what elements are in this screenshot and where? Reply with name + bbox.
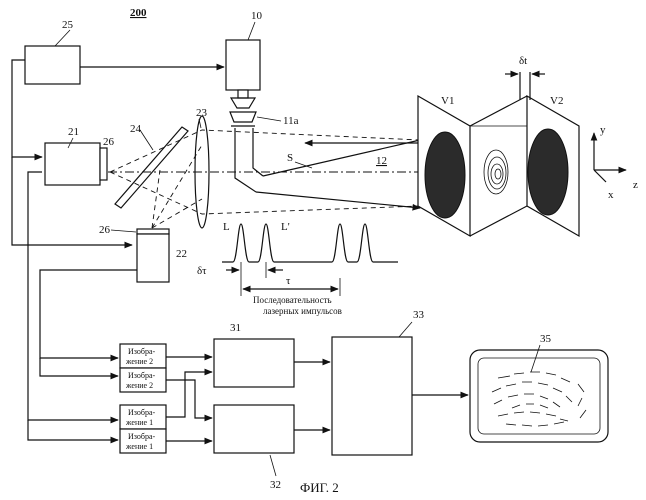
label-35: 35 bbox=[540, 333, 552, 345]
axis-z: z bbox=[633, 179, 638, 191]
image-box-2-line2: жение 2 bbox=[125, 381, 153, 390]
label-33: 33 bbox=[413, 309, 425, 321]
figure-number: 200 bbox=[130, 7, 147, 19]
pulse-caption-2: лазерных импульсов bbox=[263, 306, 342, 316]
pulse-tau: τ bbox=[286, 275, 291, 287]
plane-label-v1: V1 bbox=[441, 95, 454, 107]
label-25: 25 bbox=[62, 19, 74, 31]
label-10: 10 bbox=[251, 10, 263, 22]
label-32: 32 bbox=[270, 479, 281, 491]
image-box-1-line2: жение 2 bbox=[125, 357, 153, 366]
pulse-l-prime: L' bbox=[281, 221, 290, 233]
label-12: 12 bbox=[376, 155, 387, 167]
axis-x: x bbox=[608, 189, 614, 201]
laser-10 bbox=[226, 40, 260, 90]
pulse-train bbox=[222, 224, 398, 262]
label-26-bottom: 26 bbox=[99, 224, 111, 236]
image-box-2-line1: Изобра- bbox=[128, 371, 156, 380]
display-35 bbox=[470, 350, 608, 442]
gap-label-dt: δt bbox=[519, 55, 527, 67]
label-23: 23 bbox=[196, 107, 208, 119]
label-11a: 11a bbox=[283, 115, 299, 127]
label-24: 24 bbox=[130, 123, 142, 135]
particle-disk-v1 bbox=[425, 132, 465, 218]
block-32 bbox=[214, 405, 294, 453]
image-box-4-line2: жение 1 bbox=[125, 442, 153, 451]
particle-disk-v2 bbox=[528, 129, 568, 215]
camera-21 bbox=[45, 143, 100, 185]
image-box-3-line1: Изобра- bbox=[128, 408, 156, 417]
pulse-caption-1: Последовательность bbox=[253, 295, 332, 305]
block-33 bbox=[332, 337, 412, 455]
pulse-l: L bbox=[223, 221, 230, 233]
optics-11a bbox=[231, 98, 255, 108]
label-21: 21 bbox=[68, 126, 79, 138]
box-25 bbox=[25, 46, 80, 84]
beam-splitter-24 bbox=[115, 127, 188, 208]
label-26-top: 26 bbox=[103, 136, 115, 148]
label-22: 22 bbox=[176, 248, 187, 260]
image-box-1-line1: Изобра- bbox=[128, 347, 156, 356]
label-31: 31 bbox=[230, 322, 241, 334]
beam-label-s: S bbox=[287, 152, 293, 164]
image-box-4-line1: Изобра- bbox=[128, 432, 156, 441]
camera-22 bbox=[137, 234, 169, 282]
plane-label-v2: V2 bbox=[550, 95, 563, 107]
axis-y: y bbox=[600, 124, 606, 136]
block-31 bbox=[214, 339, 294, 387]
figure-caption: ФИГ. 2 bbox=[300, 480, 339, 495]
image-box-3-line2: жение 1 bbox=[125, 418, 153, 427]
pulse-delta-tau: δτ bbox=[197, 265, 207, 277]
